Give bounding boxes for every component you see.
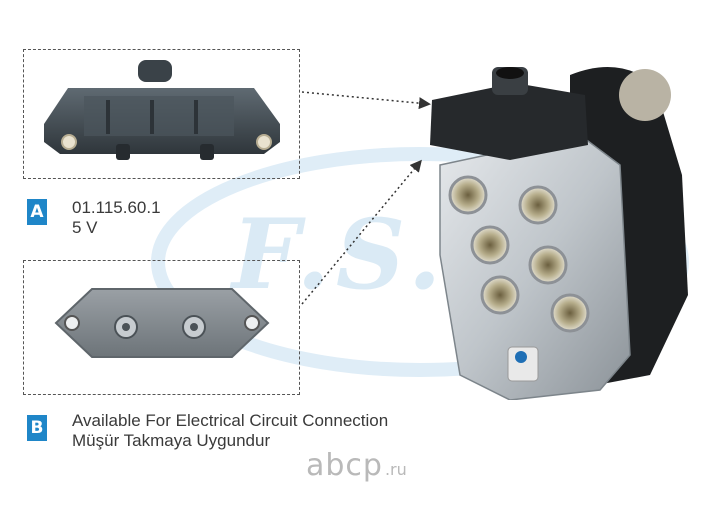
abcp-logo-text: abcp	[306, 448, 383, 483]
voltage-label: 5 V	[72, 218, 98, 237]
abcp-logo-domain: .ru	[384, 460, 407, 479]
cover-plate-icon	[54, 288, 270, 358]
electrical-connector-icon	[44, 60, 280, 160]
connection-note-en: Available For Electrical Circuit Connect…	[72, 411, 389, 430]
protection-valve-icon	[430, 67, 688, 400]
part-number: 01.115.60.1	[72, 198, 161, 217]
connector-box-a	[23, 49, 300, 179]
connection-note-tr: Müşür Takmaya Uygundur	[72, 431, 271, 450]
cover-plate-box-b	[23, 260, 300, 395]
abcp-logo: abcp .ru	[306, 448, 407, 483]
badge-b: B	[27, 415, 47, 441]
badge-a: A	[27, 199, 47, 225]
